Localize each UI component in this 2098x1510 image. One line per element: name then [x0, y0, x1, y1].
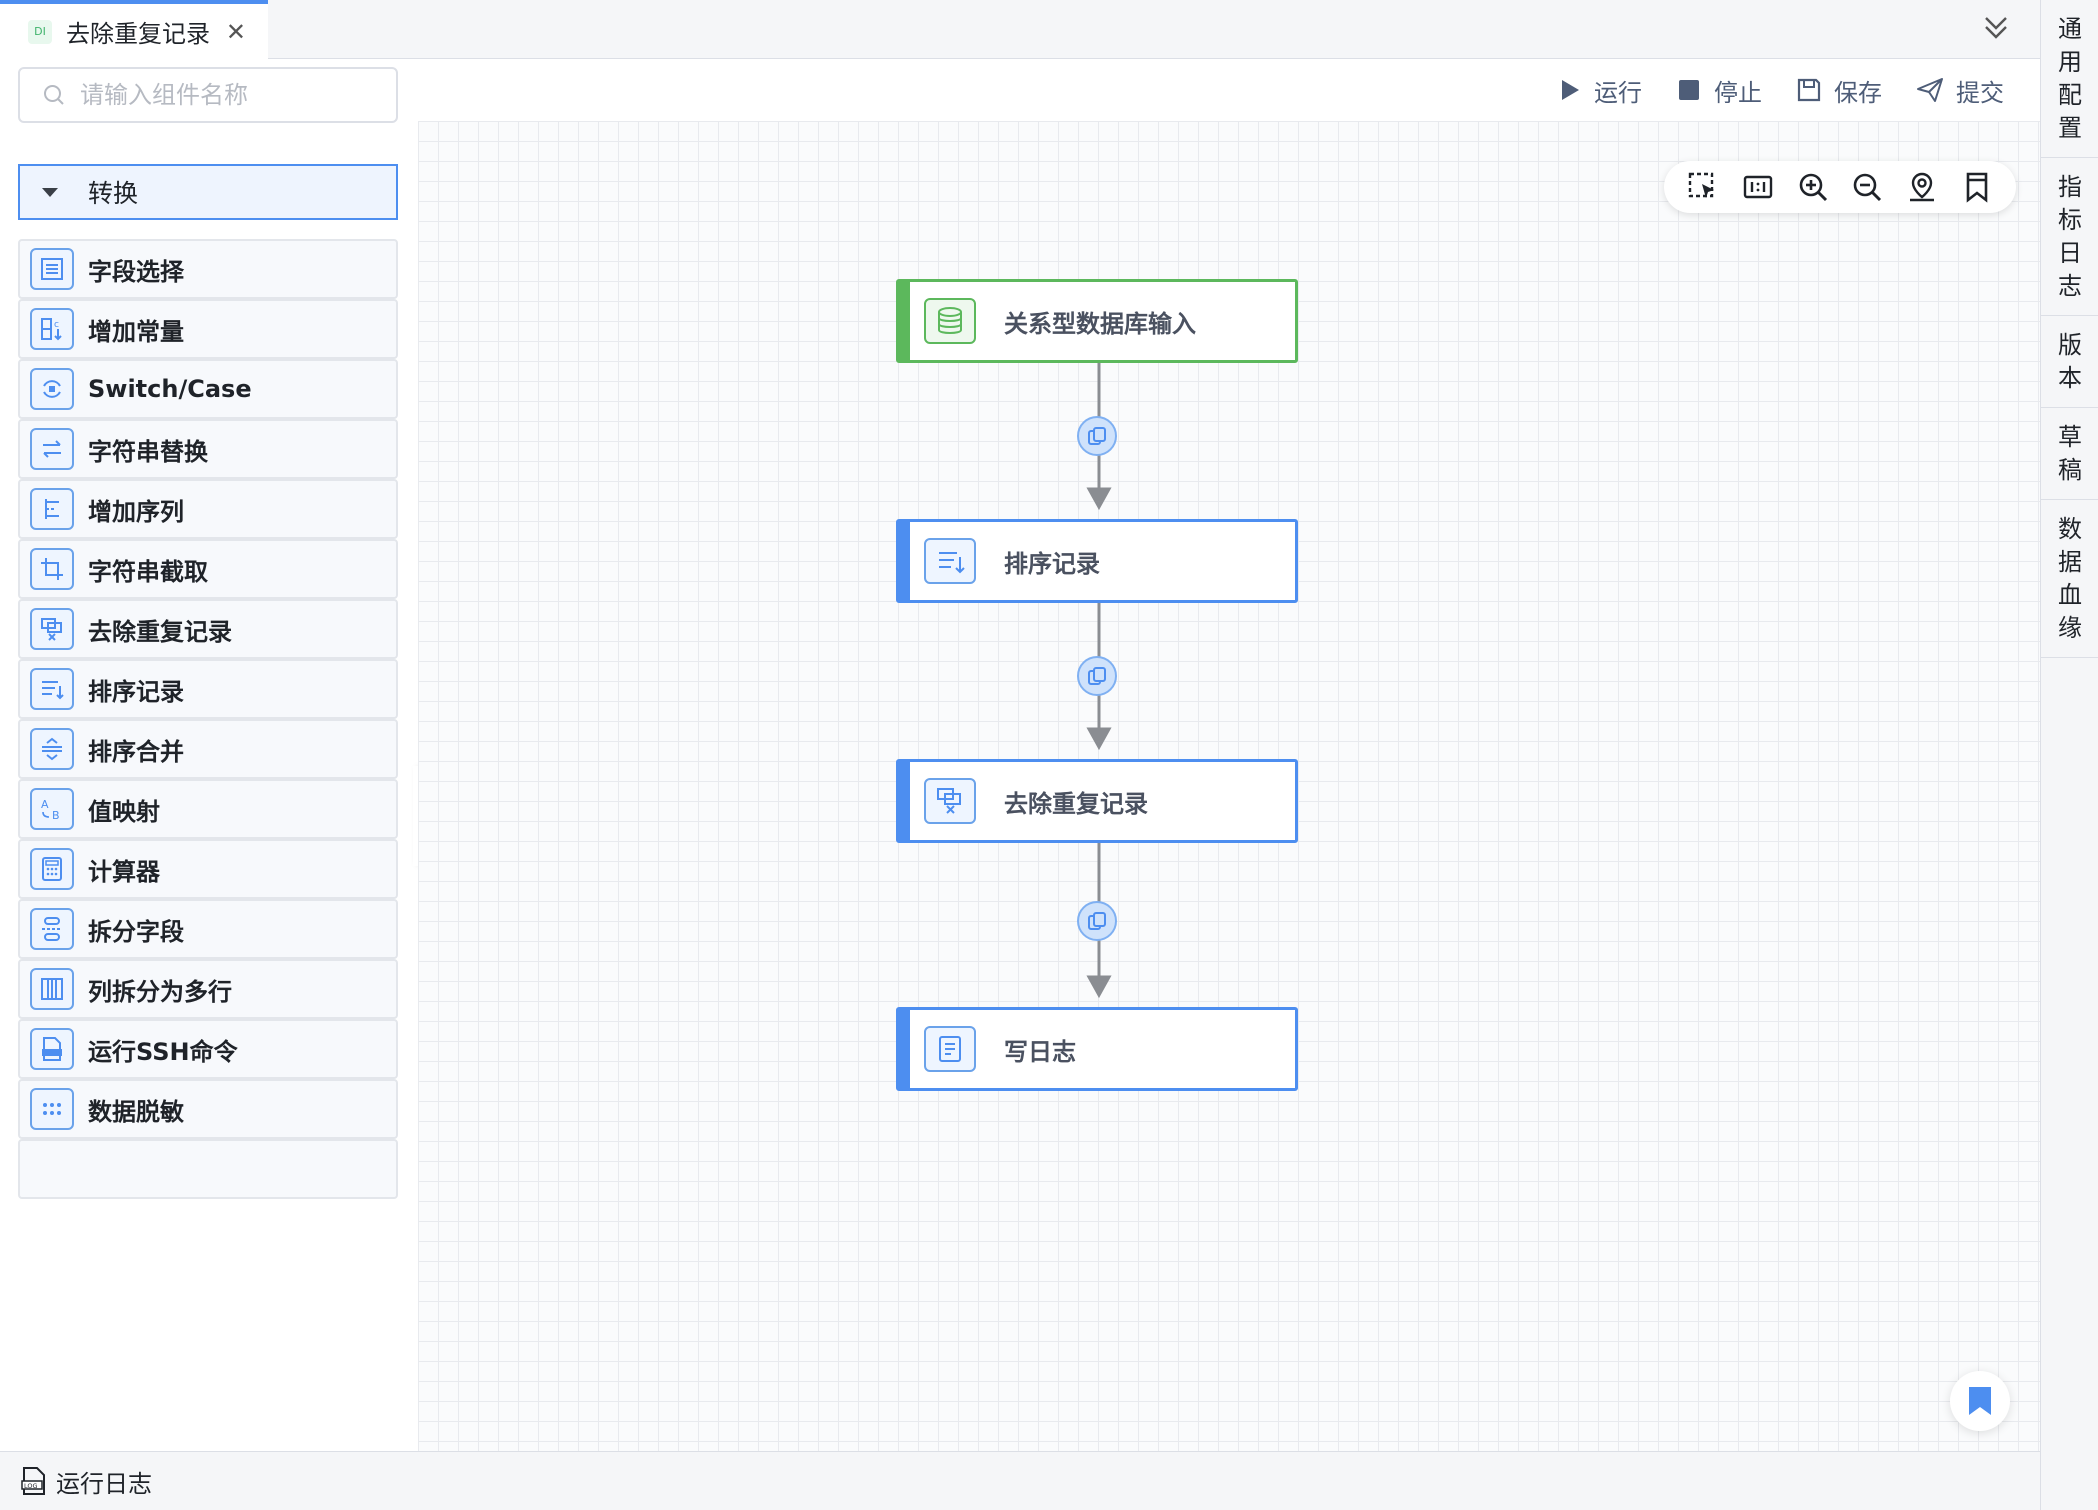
component-item[interactable]: 排序记录	[18, 659, 398, 719]
component-item[interactable]: 运行SSH命令	[18, 1019, 398, 1079]
tab-title: 去除重复记录	[66, 20, 210, 48]
rail-metric-log[interactable]: 指标日志	[2041, 158, 2098, 316]
dedupe-icon	[924, 778, 976, 824]
component-item[interactable]: 去除重复记录	[18, 599, 398, 659]
fit-view-icon[interactable]	[1742, 171, 1774, 203]
rail-data-lineage[interactable]: 数据血缘	[2041, 500, 2098, 658]
svg-text:A: A	[41, 798, 49, 811]
sort-merge-icon	[30, 728, 74, 770]
write-log-icon	[924, 1026, 976, 1072]
zoom-in-icon[interactable]	[1797, 171, 1829, 203]
svg-text:LOG: LOG	[24, 1482, 38, 1490]
send-icon	[1917, 78, 1943, 102]
ssh-file-icon	[30, 1028, 74, 1070]
component-item[interactable]: Switch/Case	[18, 359, 398, 419]
hop-copy-icon[interactable]	[1077, 416, 1117, 456]
component-palette: 转换 字段选择 c 增加常量 Switch/Case 字符串替换 增加序列 字符…	[0, 59, 418, 1451]
component-item[interactable]: 字符串截取	[18, 539, 398, 599]
di-badge-icon: DI	[28, 19, 52, 44]
arrow-head	[1086, 487, 1112, 511]
component-item[interactable]: 字段选择	[18, 239, 398, 299]
zoom-out-icon[interactable]	[1851, 171, 1883, 203]
bookmark-filled-icon	[1969, 1387, 1991, 1415]
search-input[interactable]	[80, 81, 380, 109]
column-split-icon	[30, 968, 74, 1010]
mask-icon	[30, 1088, 74, 1130]
dedupe-icon	[30, 608, 74, 650]
arrow-head	[1086, 727, 1112, 751]
right-side-panel: 通用配置 指标日志 版本 草稿 数据血缘	[2040, 0, 2098, 1510]
double-chevron-down-icon[interactable]	[1980, 12, 2012, 44]
sort-icon	[924, 538, 976, 584]
rail-version[interactable]: 版本	[2041, 316, 2098, 408]
component-item[interactable]: 排序合并	[18, 719, 398, 779]
group-label: 转换	[88, 179, 139, 208]
toolbar: 运行 停止 保存 提交	[418, 59, 2040, 121]
group-transform[interactable]: 转换	[18, 164, 398, 220]
component-item[interactable]: 计算器	[18, 839, 398, 899]
run-button[interactable]: 运行	[1556, 73, 1642, 108]
svg-text:B: B	[52, 809, 60, 822]
log-file-icon: LOG	[21, 1467, 45, 1495]
calculator-icon	[30, 848, 74, 890]
flow-node-db-input[interactable]: 关系型数据库输入	[896, 279, 1298, 363]
rail-general-config[interactable]: 通用配置	[2041, 0, 2098, 158]
component-item[interactable]: 列拆分为多行	[18, 959, 398, 1019]
stop-icon	[1679, 80, 1699, 100]
arrow-head	[1086, 975, 1112, 999]
add-constant-icon: c	[30, 308, 74, 350]
database-icon	[924, 298, 976, 344]
component-item[interactable]: 数据脱敏	[18, 1079, 398, 1139]
save-icon	[1797, 78, 1821, 102]
bookmark-icon[interactable]	[1961, 171, 1993, 203]
sort-icon	[30, 668, 74, 710]
crop-icon	[30, 548, 74, 590]
split-field-icon	[30, 908, 74, 950]
component-item[interactable]: 增加序列	[18, 479, 398, 539]
component-item[interactable]: 字符串替换	[18, 419, 398, 479]
svg-text:c: c	[54, 320, 59, 330]
caret-down-icon	[42, 187, 58, 197]
string-replace-icon	[30, 428, 74, 470]
flow-node-write-log[interactable]: 写日志	[896, 1007, 1298, 1091]
bottom-log-bar[interactable]: LOG 运行日志	[0, 1451, 2040, 1510]
stop-button[interactable]: 停止	[1676, 73, 1762, 108]
search-box[interactable]	[18, 67, 398, 123]
bookmark-fab[interactable]	[1950, 1371, 2010, 1431]
box-select-icon[interactable]	[1687, 171, 1719, 203]
play-icon	[1562, 80, 1579, 100]
flow-node-dedupe[interactable]: 去除重复记录	[896, 759, 1298, 843]
add-sequence-icon	[30, 488, 74, 530]
switch-case-icon	[30, 368, 74, 410]
close-icon[interactable]: ✕	[225, 18, 246, 46]
hop-copy-icon[interactable]	[1077, 901, 1117, 941]
hop-copy-icon[interactable]	[1077, 656, 1117, 696]
tab-strip: DI 去除重复记录 ✕	[0, 0, 2040, 59]
save-button[interactable]: 保存	[1796, 73, 1882, 108]
flow-node-sort[interactable]: 排序记录	[896, 519, 1298, 603]
run-log-label: 运行日志	[56, 1469, 152, 1498]
component-item[interactable]: c 增加常量	[18, 299, 398, 359]
canvas-toolbox	[1664, 161, 2016, 213]
search-icon	[44, 85, 64, 105]
field-select-icon	[30, 248, 74, 290]
submit-button[interactable]: 提交	[1916, 73, 2004, 108]
locate-icon[interactable]	[1906, 171, 1938, 203]
component-item[interactable]: 拆分字段	[18, 899, 398, 959]
component-item-partial[interactable]	[18, 1139, 398, 1199]
rail-draft[interactable]: 草稿	[2041, 408, 2098, 500]
tab-active[interactable]: DI 去除重复记录 ✕	[0, 0, 268, 59]
flow-canvas[interactable]: 关系型数据库输入 排序记录 去除重复记录 写日志	[418, 121, 2040, 1451]
